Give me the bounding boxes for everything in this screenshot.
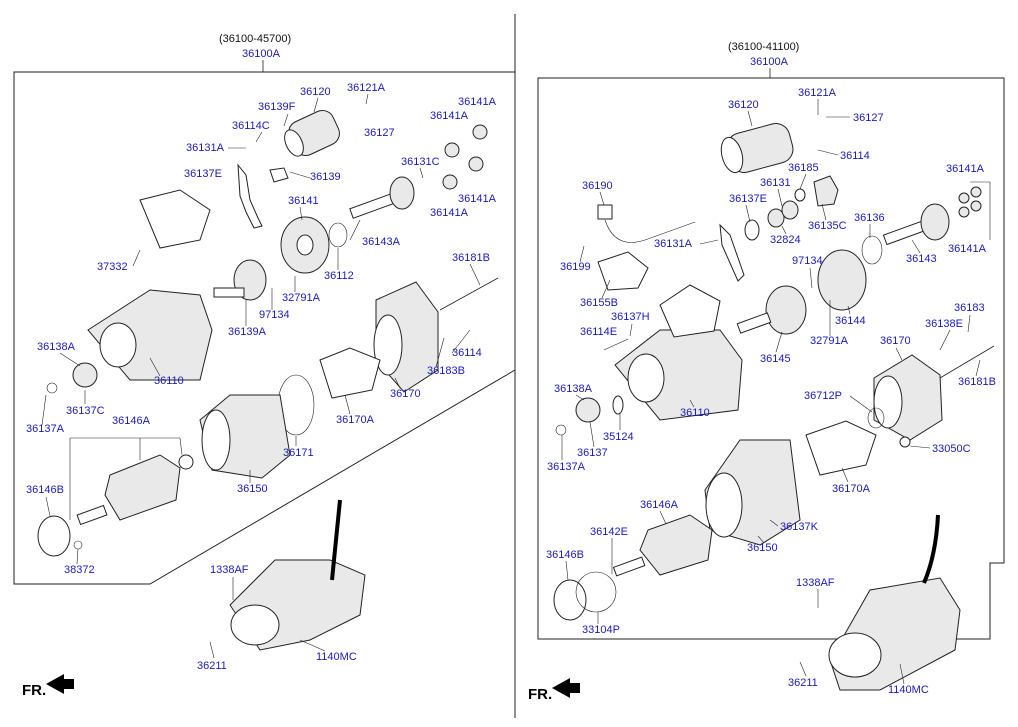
- left-part-label: 1140MC: [316, 651, 357, 663]
- left-part-label: 36170A: [336, 414, 375, 426]
- right-part-label: 36131A: [654, 238, 693, 250]
- right-part-label: 35124: [603, 431, 634, 443]
- right-part-label: 33050C: [932, 443, 971, 455]
- right-part-label: 36142E: [590, 526, 628, 538]
- left-part-label: 36143A: [362, 236, 401, 248]
- right-parts-drawings: [552, 123, 995, 698]
- right-part-label: 1140MC: [888, 684, 929, 696]
- left-fr-label: FR.: [22, 682, 46, 699]
- left-part-label: 36141A: [430, 110, 469, 122]
- left-part-label: 36183B: [427, 365, 465, 377]
- left-parts-drawings: [37, 109, 499, 694]
- left-part-label: 36112: [324, 270, 354, 282]
- left-part-label: 36131C: [401, 156, 440, 168]
- right-part-label: 36137K: [780, 521, 819, 533]
- left-part-label: 36146A: [112, 415, 151, 427]
- left-part-label: 1338AF: [210, 564, 249, 576]
- right-part-label: 36146B: [546, 549, 584, 561]
- right-part-label: 36183: [954, 302, 985, 314]
- left-part-label: 36131A: [186, 142, 225, 154]
- right-part-label: 36127: [853, 112, 884, 124]
- right-part-label: 36141A: [948, 243, 987, 255]
- left-assembly-code: 36100A: [242, 48, 281, 60]
- right-fr-label: FR.: [528, 686, 552, 703]
- right-part-label: 36141A: [946, 163, 985, 175]
- right-part-label: 36712P: [804, 390, 842, 402]
- left-part-label: 37332: [97, 261, 128, 273]
- left-part-label: 36146B: [26, 484, 64, 496]
- right-part-label: 1338AF: [796, 577, 835, 589]
- left-part-label: 36139A: [228, 326, 267, 338]
- left-part-label: 36141A: [458, 193, 497, 205]
- left-part-label: 36138A: [37, 341, 76, 353]
- left-part-label: 36150: [237, 483, 268, 495]
- right-part-label: 36181B: [958, 376, 996, 388]
- right-part-label: 36137: [577, 447, 608, 459]
- right-assembly-frame: [537, 77, 1005, 640]
- right-part-label: 36150: [747, 542, 778, 554]
- left-part-label: 36181B: [452, 252, 490, 264]
- left-part-label: 36141A: [458, 96, 497, 108]
- right-part-label: 36135C: [808, 220, 847, 232]
- right-part-label: 97134: [792, 255, 823, 267]
- right-part-label: 36143: [906, 253, 937, 265]
- left-part-label: 36139: [310, 171, 341, 183]
- right-part-label: 36114E: [580, 326, 617, 338]
- right-part-label: 36144: [835, 315, 866, 327]
- right-part-label: 36137A: [547, 461, 586, 473]
- left-part-label: 36139F: [258, 101, 296, 113]
- right-part-label: 36138E: [925, 318, 963, 330]
- left-leader-lines: [41, 93, 481, 659]
- right-part-label: 36131: [760, 177, 791, 189]
- left-part-label: 36171: [283, 447, 314, 459]
- right-part-label: 36114: [840, 150, 870, 162]
- right-part-label: 36185: [788, 162, 819, 174]
- right-part-label: 36211: [788, 677, 818, 689]
- left-part-label: 36211: [197, 660, 227, 672]
- left-part-label: 36137A: [26, 423, 65, 435]
- right-part-label: 36136: [854, 212, 885, 224]
- left-part-label: 38372: [64, 564, 95, 576]
- left-part-label: 36127: [364, 127, 395, 139]
- right-assembly-code: 36100A: [750, 56, 789, 68]
- left-part-label: 36170: [390, 388, 421, 400]
- left-part-label: 36141A: [430, 207, 469, 219]
- right-part-label: 36146A: [640, 499, 679, 511]
- right-part-label: 36170A: [832, 483, 871, 495]
- left-assembly-frame: [13, 71, 516, 585]
- left-part-label: 36137E: [184, 168, 222, 180]
- right-part-label: 36145: [760, 353, 791, 365]
- left-part-label: 32791A: [282, 292, 321, 304]
- right-part-label: 32824: [770, 234, 801, 246]
- left-part-label: 97134: [259, 309, 290, 321]
- right-leader-lines: [561, 99, 981, 685]
- left-part-label: 36141: [288, 195, 319, 207]
- left-part-label: 36137C: [66, 405, 105, 417]
- right-part-label: 32791A: [810, 335, 849, 347]
- right-part-label: 36199: [560, 261, 591, 273]
- right-part-label: 36137H: [611, 311, 650, 323]
- left-panel: (36100-45700) 36100A: [13, 33, 516, 699]
- right-panel: (36100-41100) 36100A: [528, 41, 1005, 703]
- right-part-label: 36190: [582, 180, 613, 192]
- right-part-label: 36121A: [798, 87, 837, 99]
- right-part-label: 33104P: [582, 624, 620, 636]
- left-part-label: 36120: [300, 86, 331, 98]
- left-part-label: 36114: [452, 347, 482, 359]
- right-part-label: 36110: [680, 407, 710, 419]
- right-part-label: 36170: [880, 335, 911, 347]
- right-part-label: 36138A: [554, 383, 593, 395]
- left-part-label: 36121A: [347, 82, 386, 94]
- right-part-label: 36137E: [729, 193, 767, 205]
- left-header-code: (36100-45700): [219, 33, 291, 45]
- left-part-label: 36110: [154, 375, 184, 387]
- right-header-code: (36100-41100): [728, 41, 799, 53]
- right-part-label: 36120: [728, 99, 759, 111]
- right-part-label: 36155B: [580, 297, 618, 309]
- left-part-label: 36114C: [232, 120, 270, 132]
